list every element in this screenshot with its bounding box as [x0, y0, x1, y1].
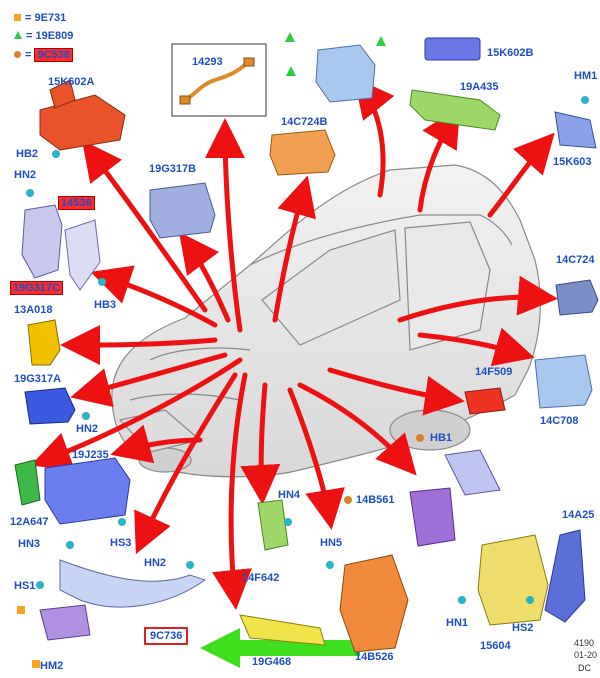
- label-14C724B: 14C724B: [281, 116, 328, 128]
- part-15K602A: [39, 79, 126, 151]
- legend-row-3: = 9C538: [14, 48, 73, 62]
- arrow-to-14F509: [327, 367, 465, 416]
- part-14B561: [409, 449, 501, 547]
- arrow-to-15K603: [487, 132, 555, 218]
- part-15K603: [554, 111, 597, 149]
- drawing-reference-1: 4190: [574, 638, 595, 648]
- label-HM1: HM1: [574, 70, 598, 82]
- arrow-to-12A647: [30, 357, 243, 471]
- arrow-to-14C724: [397, 275, 558, 323]
- legend-code-2: 19E809: [35, 30, 74, 42]
- label-19G317C: 19G317C: [10, 281, 64, 295]
- label-14B526: 14B526: [355, 651, 394, 663]
- label-15K602A: 15K602A: [48, 76, 95, 88]
- label-19G317A: 19G317A: [14, 373, 62, 385]
- arrow-to-19G317A: [70, 352, 228, 408]
- label-HB3: HB3: [94, 299, 117, 311]
- label-15K602B: 15K602B: [487, 47, 534, 59]
- label-HN1: HN1: [446, 617, 469, 629]
- drawing-reference-2: 01-20: [574, 650, 598, 660]
- part-19G317B: [149, 182, 216, 239]
- label-HN3: HN3: [18, 538, 41, 550]
- label-14B561: 14B561: [356, 494, 395, 506]
- arrow-to-15K602A: [81, 140, 208, 313]
- label-HB1: HB1: [430, 432, 453, 444]
- legend-circle-icon: [14, 51, 21, 58]
- label-19J235: 19J235: [72, 449, 109, 461]
- part-14C708: [534, 354, 593, 409]
- label-HN5: HN5: [320, 537, 343, 549]
- part-top-module: [315, 44, 376, 103]
- part-19J235: [44, 457, 131, 525]
- label-HS3: HS3: [110, 537, 132, 549]
- arrow-to-9C736: [134, 372, 238, 555]
- arrow-to-14B526: [287, 387, 345, 530]
- arrow-to-13A018: [60, 324, 218, 365]
- legend-row-2: = 19E809: [14, 30, 73, 42]
- arrow-to-19G317B: [179, 231, 231, 323]
- part-9C736-frame: [39, 559, 207, 641]
- label-HN2-top: HN2: [14, 169, 37, 181]
- label-14A25: 14A25: [562, 509, 595, 521]
- label-13A018: 13A018: [14, 304, 53, 316]
- arrow-to-14C708: [417, 327, 535, 367]
- arrow-to-19G468: [212, 372, 252, 610]
- label-19G468: 19G468: [252, 656, 292, 668]
- legend-row-1: = 9E731: [14, 12, 66, 24]
- label-15K603: 15K603: [553, 156, 592, 168]
- part-19G317C-bracket: [21, 204, 101, 291]
- part-13A018: [27, 319, 61, 366]
- label-HB2: HB2: [16, 148, 39, 160]
- arrow-to-19J235: [110, 424, 203, 464]
- part-19A435: [409, 89, 501, 131]
- part-14C724: [555, 279, 599, 316]
- part-15604: [477, 534, 549, 626]
- label-19G317B: 19G317B: [149, 163, 197, 175]
- label-14C708: 14C708: [540, 415, 579, 427]
- label-HM2: HM2: [40, 660, 64, 672]
- label-14293: 14293: [192, 56, 223, 68]
- label-12A647: 12A647: [10, 516, 49, 528]
- part-14C724B: [269, 129, 336, 176]
- label-HN4: HN4: [278, 489, 301, 501]
- label-15604: 15604: [480, 640, 511, 652]
- green-pointer-arrow: [200, 628, 360, 668]
- label-19A435: 19A435: [460, 81, 499, 93]
- part-14F509: [464, 387, 506, 415]
- fastener-markers: [17, 32, 589, 668]
- part-14293-harness: [171, 43, 267, 117]
- arrow-to-14C724B: [272, 175, 316, 323]
- label-14C724: 14C724: [556, 254, 595, 266]
- label-14F509: 14F509: [475, 366, 513, 378]
- arrow-to-14293: [205, 118, 246, 333]
- part-14F642: [257, 499, 289, 551]
- legend-code-1: 9E731: [34, 12, 67, 24]
- label-HN2-bottom: HN2: [144, 557, 167, 569]
- label-14536: 14536: [58, 196, 95, 210]
- part-12A647: [14, 459, 41, 506]
- legend-square-icon: [14, 14, 21, 21]
- arrow-to-14F642: [240, 382, 281, 505]
- legend-code-3: 9C538: [34, 48, 73, 62]
- label-HS1: HS1: [14, 580, 36, 592]
- part-15K602B: [424, 37, 481, 61]
- label-HS2: HS2: [512, 622, 534, 634]
- label-14F642: 14F642: [242, 572, 280, 584]
- part-14B526: [339, 554, 409, 653]
- part-19G317A: [24, 387, 76, 425]
- part-19G468: [239, 614, 326, 646]
- drawing-reference-3: DC: [578, 663, 591, 673]
- label-9C736: 9C736: [144, 627, 189, 645]
- arrow-to-14B561: [297, 382, 417, 476]
- label-HN2-mid: HN2: [76, 423, 99, 435]
- part-14A25-bracket: [544, 529, 586, 623]
- legend-triangle-icon: [14, 31, 22, 39]
- arrow-to-14536: [90, 265, 218, 328]
